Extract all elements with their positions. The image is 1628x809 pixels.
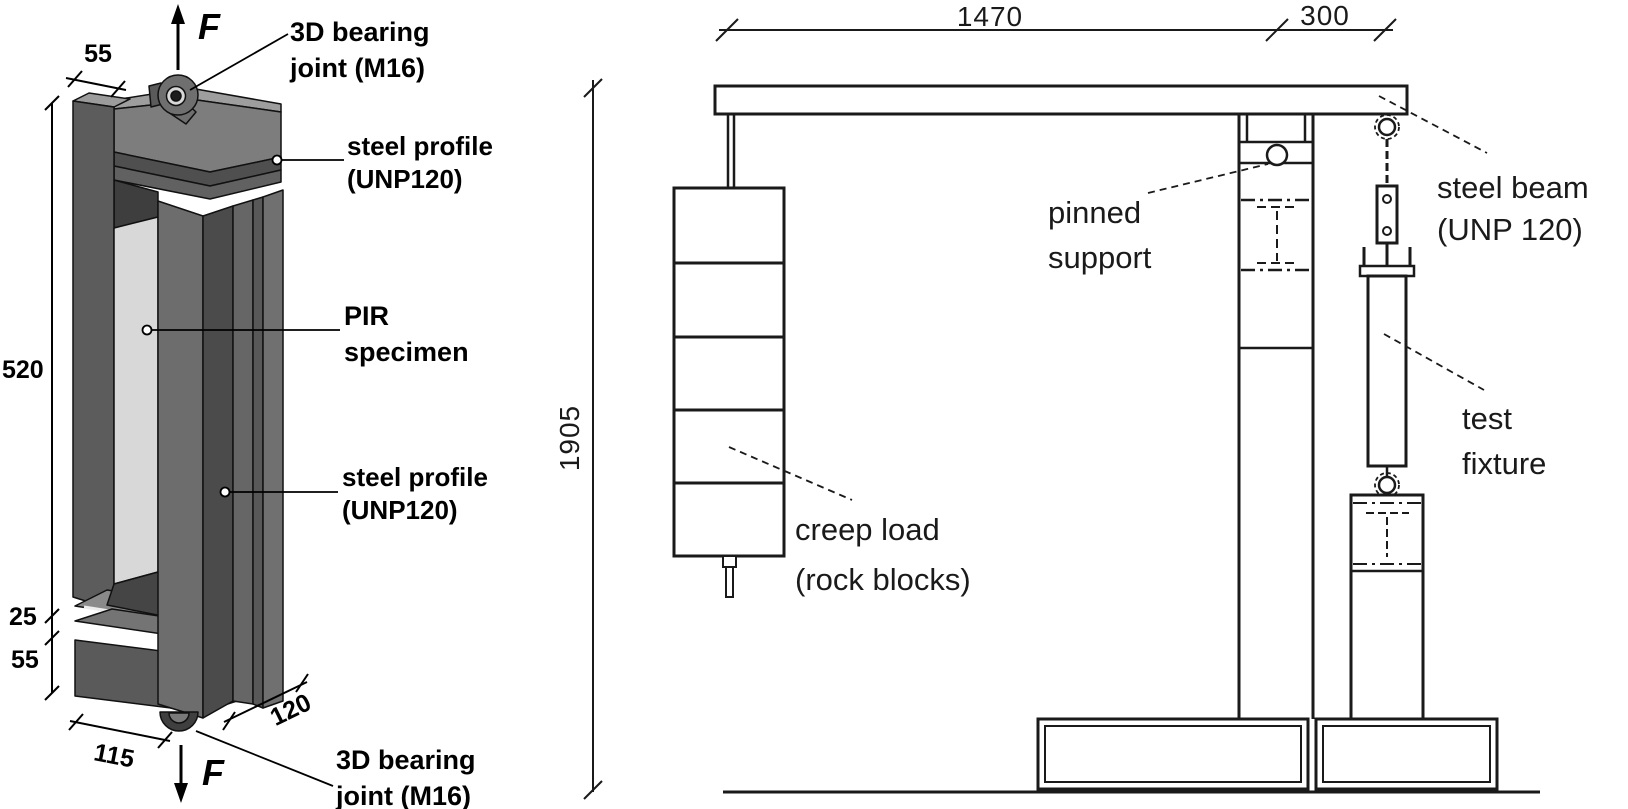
annotation-line: steel profile [347, 131, 493, 161]
annotation-pir-specimen: PIR specimen [344, 298, 469, 370]
right-leader-lines [728, 95, 1488, 501]
annotation-profile-front: steel profile (UNP120) [342, 461, 488, 527]
annotation-line: 3D bearing [336, 745, 476, 775]
front-channel-face [157, 200, 204, 719]
annotation-steel-beam: steel beam (UNP 120) [1437, 167, 1589, 251]
annotation-line: (UNP 120) [1437, 212, 1583, 247]
annotation-line: (rock blocks) [795, 562, 971, 597]
creep-rig-elevation [583, 18, 1540, 800]
front-channel-flange-strip2 [252, 196, 264, 709]
annotation-line: joint (M16) [336, 781, 471, 809]
annotation-bearing-bottom: 3D bearing joint (M16) [336, 742, 476, 809]
annotation-line: specimen [344, 337, 469, 367]
creep-load-stack [672, 186, 786, 558]
fixture-body [1366, 274, 1408, 468]
top-bearing-hole [170, 90, 182, 102]
base-blocks [723, 717, 1540, 794]
annotation-line: pinned [1048, 195, 1142, 230]
annotation-line: joint (M16) [290, 53, 425, 83]
annotation-line: (UNP120) [347, 164, 463, 194]
specimen-3d-view [72, 74, 284, 732]
annotation-line: steel profile [342, 462, 488, 492]
force-arrow-down [174, 745, 188, 803]
front-channel-web-shadow [202, 205, 234, 719]
annotation-test-fixture: test fixture [1462, 396, 1546, 486]
dim-beam-span: 1470 [956, 1, 1024, 32]
bottom-bearing-ring [168, 712, 190, 724]
annotation-line: (UNP120) [342, 495, 458, 525]
left-dimensioning [44, 4, 344, 803]
dim-beam-overhang: 300 [1300, 0, 1350, 31]
annotation-line: fixture [1462, 446, 1547, 481]
dim-top-flange-width: 55 [84, 40, 112, 68]
dim-specimen-height: 520 [2, 356, 44, 384]
main-column [1237, 114, 1315, 719]
rod-end-bearing-top [1377, 117, 1397, 137]
annotation-pinned-support: pinned support [1048, 190, 1151, 280]
annotation-line: support [1048, 240, 1152, 275]
annotation-line: 3D bearing [290, 17, 430, 47]
force-label-top: F [198, 6, 220, 47]
test-fixture-assembly [1358, 114, 1416, 498]
annotation-creep-load: creep load (rock blocks) [795, 505, 971, 605]
right-dimension-lines [583, 18, 1397, 800]
creep-load-bolt [722, 555, 737, 598]
annotation-profile-top: steel profile (UNP120) [347, 130, 493, 196]
dim-bottom-flange-height: 55 [11, 646, 39, 674]
annotation-bearing-top: 3D bearing joint (M16) [290, 14, 430, 86]
pir-specimen-face [113, 216, 159, 585]
pin-circle [1265, 143, 1289, 167]
force-label-bottom: F [202, 752, 224, 793]
annotation-line: test [1462, 401, 1512, 436]
annotation-line: PIR [344, 301, 390, 331]
dim-frame-height: 1905 [554, 404, 585, 472]
steel-beam [713, 84, 1409, 116]
annotation-line: creep load [795, 512, 940, 547]
front-channel-flange-strip1 [232, 199, 254, 705]
annotation-line: steel beam [1437, 170, 1589, 205]
front-channel-flange-strip3 [262, 189, 284, 709]
dim-gap: 25 [9, 603, 37, 631]
rear-plate [72, 100, 115, 611]
force-arrow-up [171, 4, 185, 70]
specimen-column [1349, 493, 1425, 721]
rod-end-bearing-bottom [1377, 475, 1397, 495]
left-leader-lines [141, 33, 344, 787]
